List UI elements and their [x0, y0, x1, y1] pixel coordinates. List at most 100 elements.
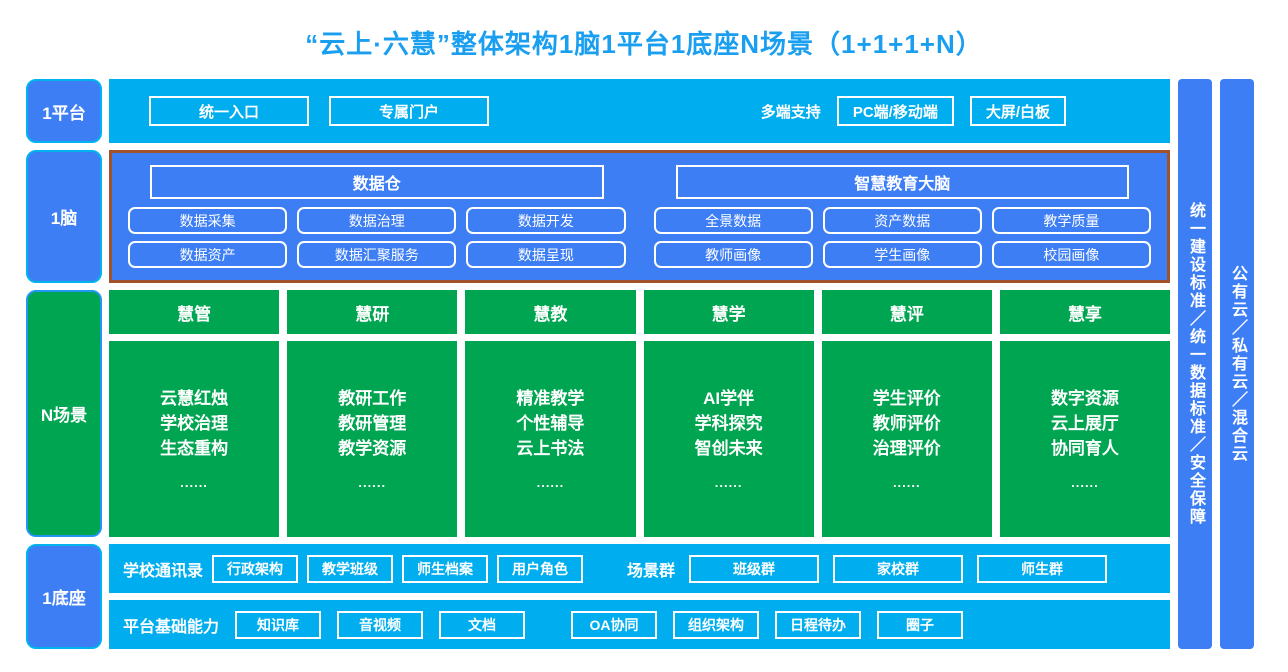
row-platform: 1平台 统一入口 专属门户 多端支持 PC端/移动端 大屏/白板 — [26, 79, 1170, 143]
brain-item-data-presentation[interactable]: 数据呈现 — [466, 241, 626, 268]
scenario-body-huixue: AI学伴 学科探究 智创未来 ...... — [643, 341, 814, 537]
page-title: “云上·六慧”整体架构1脑1平台1底座N场景（1+1+1+N） — [305, 29, 983, 59]
capability-item-org-structure[interactable]: 组织架构 — [673, 610, 760, 639]
capability-item-document[interactable]: 文档 — [439, 610, 526, 639]
scenario-item: 个性辅导 — [516, 414, 585, 434]
scenario-column-huijiao[interactable]: 慧教 精准教学 个性辅导 云上书法 ...... — [465, 290, 636, 537]
row-label-scenarios: N场景 — [26, 290, 102, 537]
scenario-body-huixiang: 数字资源 云上展厅 协同育人 ...... — [999, 341, 1171, 537]
contacts-item-teaching-class[interactable]: 教学班级 — [307, 554, 394, 583]
brain-item-campus-profile[interactable]: 校园画像 — [991, 241, 1152, 268]
scenario-ellipsis: ...... — [892, 474, 921, 490]
base-stack: 学校通讯录 行政架构 教学班级 师生档案 用户角色 场景群 班级群 家校群 师生… — [109, 544, 1170, 649]
contacts-group: 学校通讯录 行政架构 教学班级 师生档案 用户角色 — [123, 554, 584, 583]
capability-item-audio-video[interactable]: 音视频 — [337, 610, 424, 639]
scene-group-home-school[interactable]: 家校群 — [833, 554, 964, 583]
scenario-ellipsis: ...... — [714, 474, 743, 490]
scenario-body-huiping: 学生评价 教师评价 治理评价 ...... — [821, 341, 992, 537]
scenario-item: 学校治理 — [160, 414, 229, 434]
brain-line: 数据采集 数据治理 数据开发 — [128, 207, 626, 234]
diagram-rows: 1平台 统一入口 专属门户 多端支持 PC端/移动端 大屏/白板 1脑 — [26, 79, 1171, 649]
brain-line: 数据资产 数据汇聚服务 数据呈现 — [128, 241, 626, 268]
scenario-item: 学科探究 — [694, 414, 763, 434]
scene-group-teacher-student[interactable]: 师生群 — [977, 554, 1108, 583]
brain-line: 教师画像 学生画像 校园画像 — [653, 241, 1152, 268]
scenario-head-huijiao: 慧教 — [465, 290, 636, 334]
scenario-item: 教师评价 — [872, 414, 941, 434]
brain-item-asset-data[interactable]: 资产数据 — [822, 207, 982, 234]
capability-item-oa-collaboration[interactable]: OA协同 — [571, 610, 658, 639]
scenarios-panel: 慧管 云慧红烛 学校治理 生态重构 ...... 慧研 教研工作 教研管理 — [109, 290, 1171, 537]
scene-groups-group: 场景群 班级群 家校群 师生群 — [627, 554, 1108, 583]
platform-entry-unified[interactable]: 统一入口 — [149, 96, 309, 126]
scenario-column-huiyan[interactable]: 慧研 教研工作 教研管理 教学资源 ...... — [287, 290, 458, 537]
scenario-head-huixue: 慧学 — [643, 290, 814, 334]
scenario-item: 学生评价 — [872, 389, 941, 409]
scenario-ellipsis: ...... — [1071, 474, 1099, 490]
scenario-item: 云慧红烛 — [160, 389, 229, 409]
row-base: 1底座 学校通讯录 行政架构 教学班级 师生档案 用户角色 场景群 班 — [26, 544, 1170, 649]
brain-panel: 数据仓 数据采集 数据治理 数据开发 数据资产 数据汇聚服务 数据呈现 — [109, 150, 1170, 283]
scenario-body-huijiao: 精准教学 个性辅导 云上书法 ...... — [465, 341, 636, 537]
scenario-head-huiguan: 慧管 — [109, 290, 280, 334]
brain-item-data-assets[interactable]: 数据资产 — [128, 241, 288, 268]
scenario-item: 教学资源 — [338, 438, 407, 458]
device-bigscreen-whiteboard[interactable]: 大屏/白板 — [969, 96, 1066, 126]
contacts-item-admin-structure[interactable]: 行政架构 — [212, 554, 299, 583]
capability-item-circle[interactable]: 圈子 — [877, 610, 964, 639]
capability-item-knowledge-base[interactable]: 知识库 — [235, 610, 322, 639]
scenario-ellipsis: ...... — [180, 474, 208, 490]
platform-entry-portal[interactable]: 专属门户 — [329, 96, 489, 126]
scenario-body-huiguan: 云慧红烛 学校治理 生态重构 ...... — [109, 341, 280, 537]
brain-line: 全景数据 资产数据 教学质量 — [653, 207, 1152, 234]
base-bar-directory: 学校通讯录 行政架构 教学班级 师生档案 用户角色 场景群 班级群 家校群 师生… — [109, 544, 1170, 593]
platform-entry-group: 统一入口 专属门户 — [149, 96, 489, 126]
row-scenarios: N场景 慧管 云慧红烛 学校治理 生态重构 ...... 慧研 — [26, 290, 1171, 537]
multi-support-label: 多端支持 — [760, 103, 821, 121]
scenario-item: 教研工作 — [338, 389, 407, 409]
brain-item-student-profile[interactable]: 学生画像 — [822, 241, 982, 268]
scenario-item: 治理评价 — [872, 438, 941, 458]
scenario-item: 教研管理 — [338, 414, 407, 434]
scene-group-class[interactable]: 班级群 — [689, 554, 820, 583]
scenario-column-huiping[interactable]: 慧评 学生评价 教师评价 治理评价 ...... — [821, 290, 992, 537]
brain-item-data-aggregation-service[interactable]: 数据汇聚服务 — [297, 241, 457, 268]
scenario-item: 云上展厅 — [1050, 414, 1119, 434]
row-brain: 1脑 数据仓 数据采集 数据治理 数据开发 数据资产 — [26, 150, 1170, 283]
scenario-item: 云上书法 — [516, 438, 585, 458]
brain-head-education-brain: 智慧教育大脑 — [675, 165, 1129, 199]
brain-grid-datawarehouse: 数据采集 数据治理 数据开发 数据资产 数据汇聚服务 数据呈现 — [128, 207, 626, 268]
brain-item-data-collection[interactable]: 数据采集 — [128, 207, 288, 234]
base-bar-capability: 平台基础能力 知识库 音视频 文档 OA协同 组织架构 日程待办 圈子 — [109, 600, 1170, 649]
scenario-item: 智创未来 — [694, 438, 763, 458]
scenario-ellipsis: ...... — [358, 474, 387, 490]
brain-item-data-development[interactable]: 数据开发 — [466, 207, 626, 234]
capability-item-schedule-todo[interactable]: 日程待办 — [775, 610, 862, 639]
brain-grid-education-brain: 全景数据 资产数据 教学质量 教师画像 学生画像 校园画像 — [653, 207, 1152, 268]
scenario-head-huiping: 慧评 — [821, 290, 992, 334]
multi-device-group: 多端支持 PC端/移动端 大屏/白板 — [761, 96, 1066, 126]
scenario-head-huiyan: 慧研 — [287, 290, 458, 334]
scenario-column-huixue[interactable]: 慧学 AI学伴 学科探究 智创未来 ...... — [643, 290, 814, 537]
scenario-item: 生态重构 — [160, 438, 229, 458]
contacts-item-staff-student-archive[interactable]: 师生档案 — [402, 554, 489, 583]
capability-title: 平台基础能力 — [123, 618, 220, 636]
scenario-item: 协同育人 — [1050, 438, 1119, 458]
brain-item-teacher-profile[interactable]: 教师画像 — [653, 241, 813, 268]
side-vertical-bars: 统一建设标准／统一数据标准／安全保障 公有云／私有云／混合云 — [1178, 79, 1254, 649]
platform-bar: 统一入口 专属门户 多端支持 PC端/移动端 大屏/白板 — [109, 79, 1170, 143]
brain-column-datawarehouse: 数据仓 数据采集 数据治理 数据开发 数据资产 数据汇聚服务 数据呈现 — [128, 165, 626, 268]
contacts-item-user-role[interactable]: 用户角色 — [497, 554, 584, 583]
device-pc-mobile[interactable]: PC端/移动端 — [836, 96, 954, 126]
brain-item-panoramic-data[interactable]: 全景数据 — [653, 207, 813, 234]
brain-item-teaching-quality[interactable]: 教学质量 — [991, 207, 1152, 234]
scenario-column-huixiang[interactable]: 慧享 数字资源 云上展厅 协同育人 ...... — [999, 290, 1171, 537]
brain-outer-frame: 数据仓 数据采集 数据治理 数据开发 数据资产 数据汇聚服务 数据呈现 — [109, 150, 1170, 283]
brain-item-data-governance[interactable]: 数据治理 — [297, 207, 457, 234]
scenario-item: 精准教学 — [516, 389, 585, 409]
sidebar-standards: 统一建设标准／统一数据标准／安全保障 — [1178, 79, 1212, 649]
scenario-columns: 慧管 云慧红烛 学校治理 生态重构 ...... 慧研 教研工作 教研管理 — [109, 290, 1171, 537]
row-label-platform: 1平台 — [26, 79, 102, 143]
brain-head-datawarehouse: 数据仓 — [150, 165, 604, 199]
scenario-column-huiguan[interactable]: 慧管 云慧红烛 学校治理 生态重构 ...... — [109, 290, 280, 537]
